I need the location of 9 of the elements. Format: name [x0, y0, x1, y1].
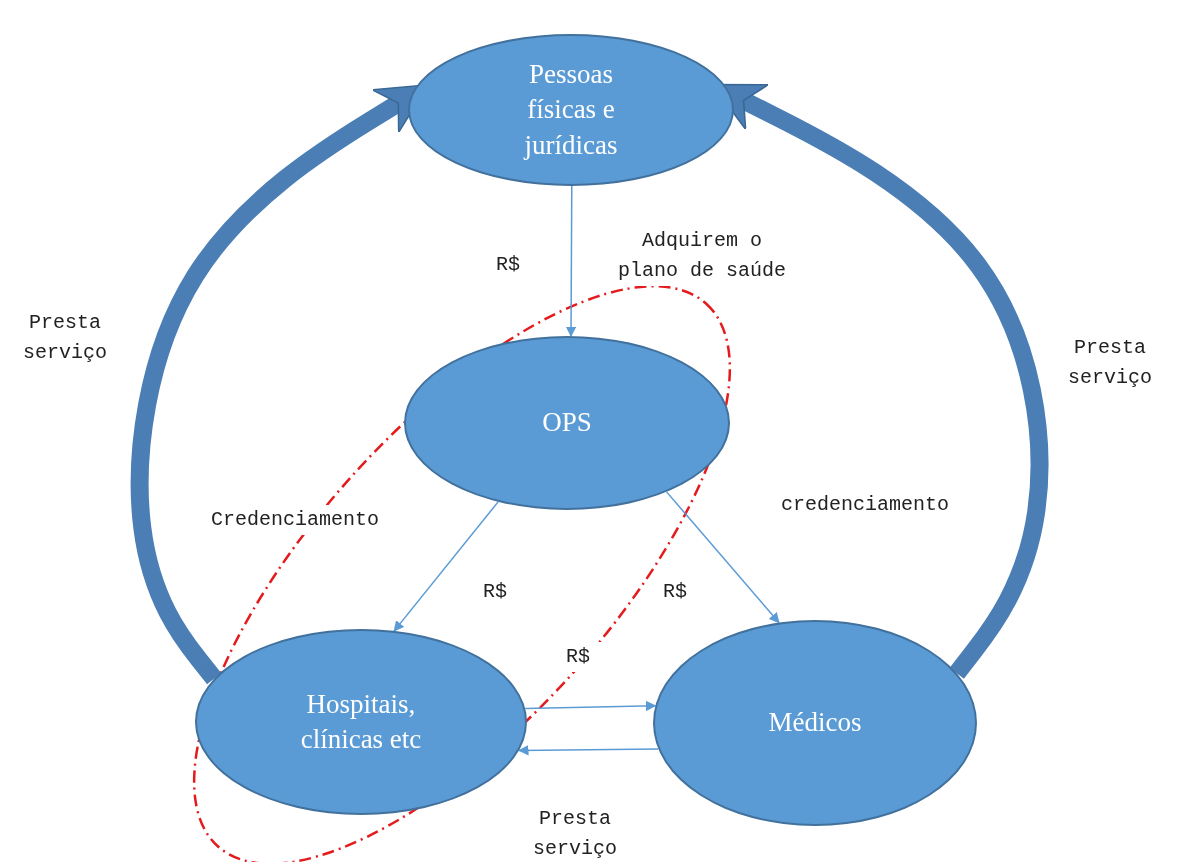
node-label: Hospitais, clínicas etc	[299, 687, 423, 756]
text-label: credenciamento	[780, 492, 950, 518]
node-label: Pessoas físicas e jurídicas	[522, 58, 619, 162]
arrow	[524, 700, 657, 712]
node-label: Médicos	[768, 706, 862, 740]
text-label: R$	[495, 252, 521, 278]
arrow	[393, 501, 499, 632]
arrow	[565, 185, 577, 338]
node-label: OPS	[542, 406, 592, 440]
